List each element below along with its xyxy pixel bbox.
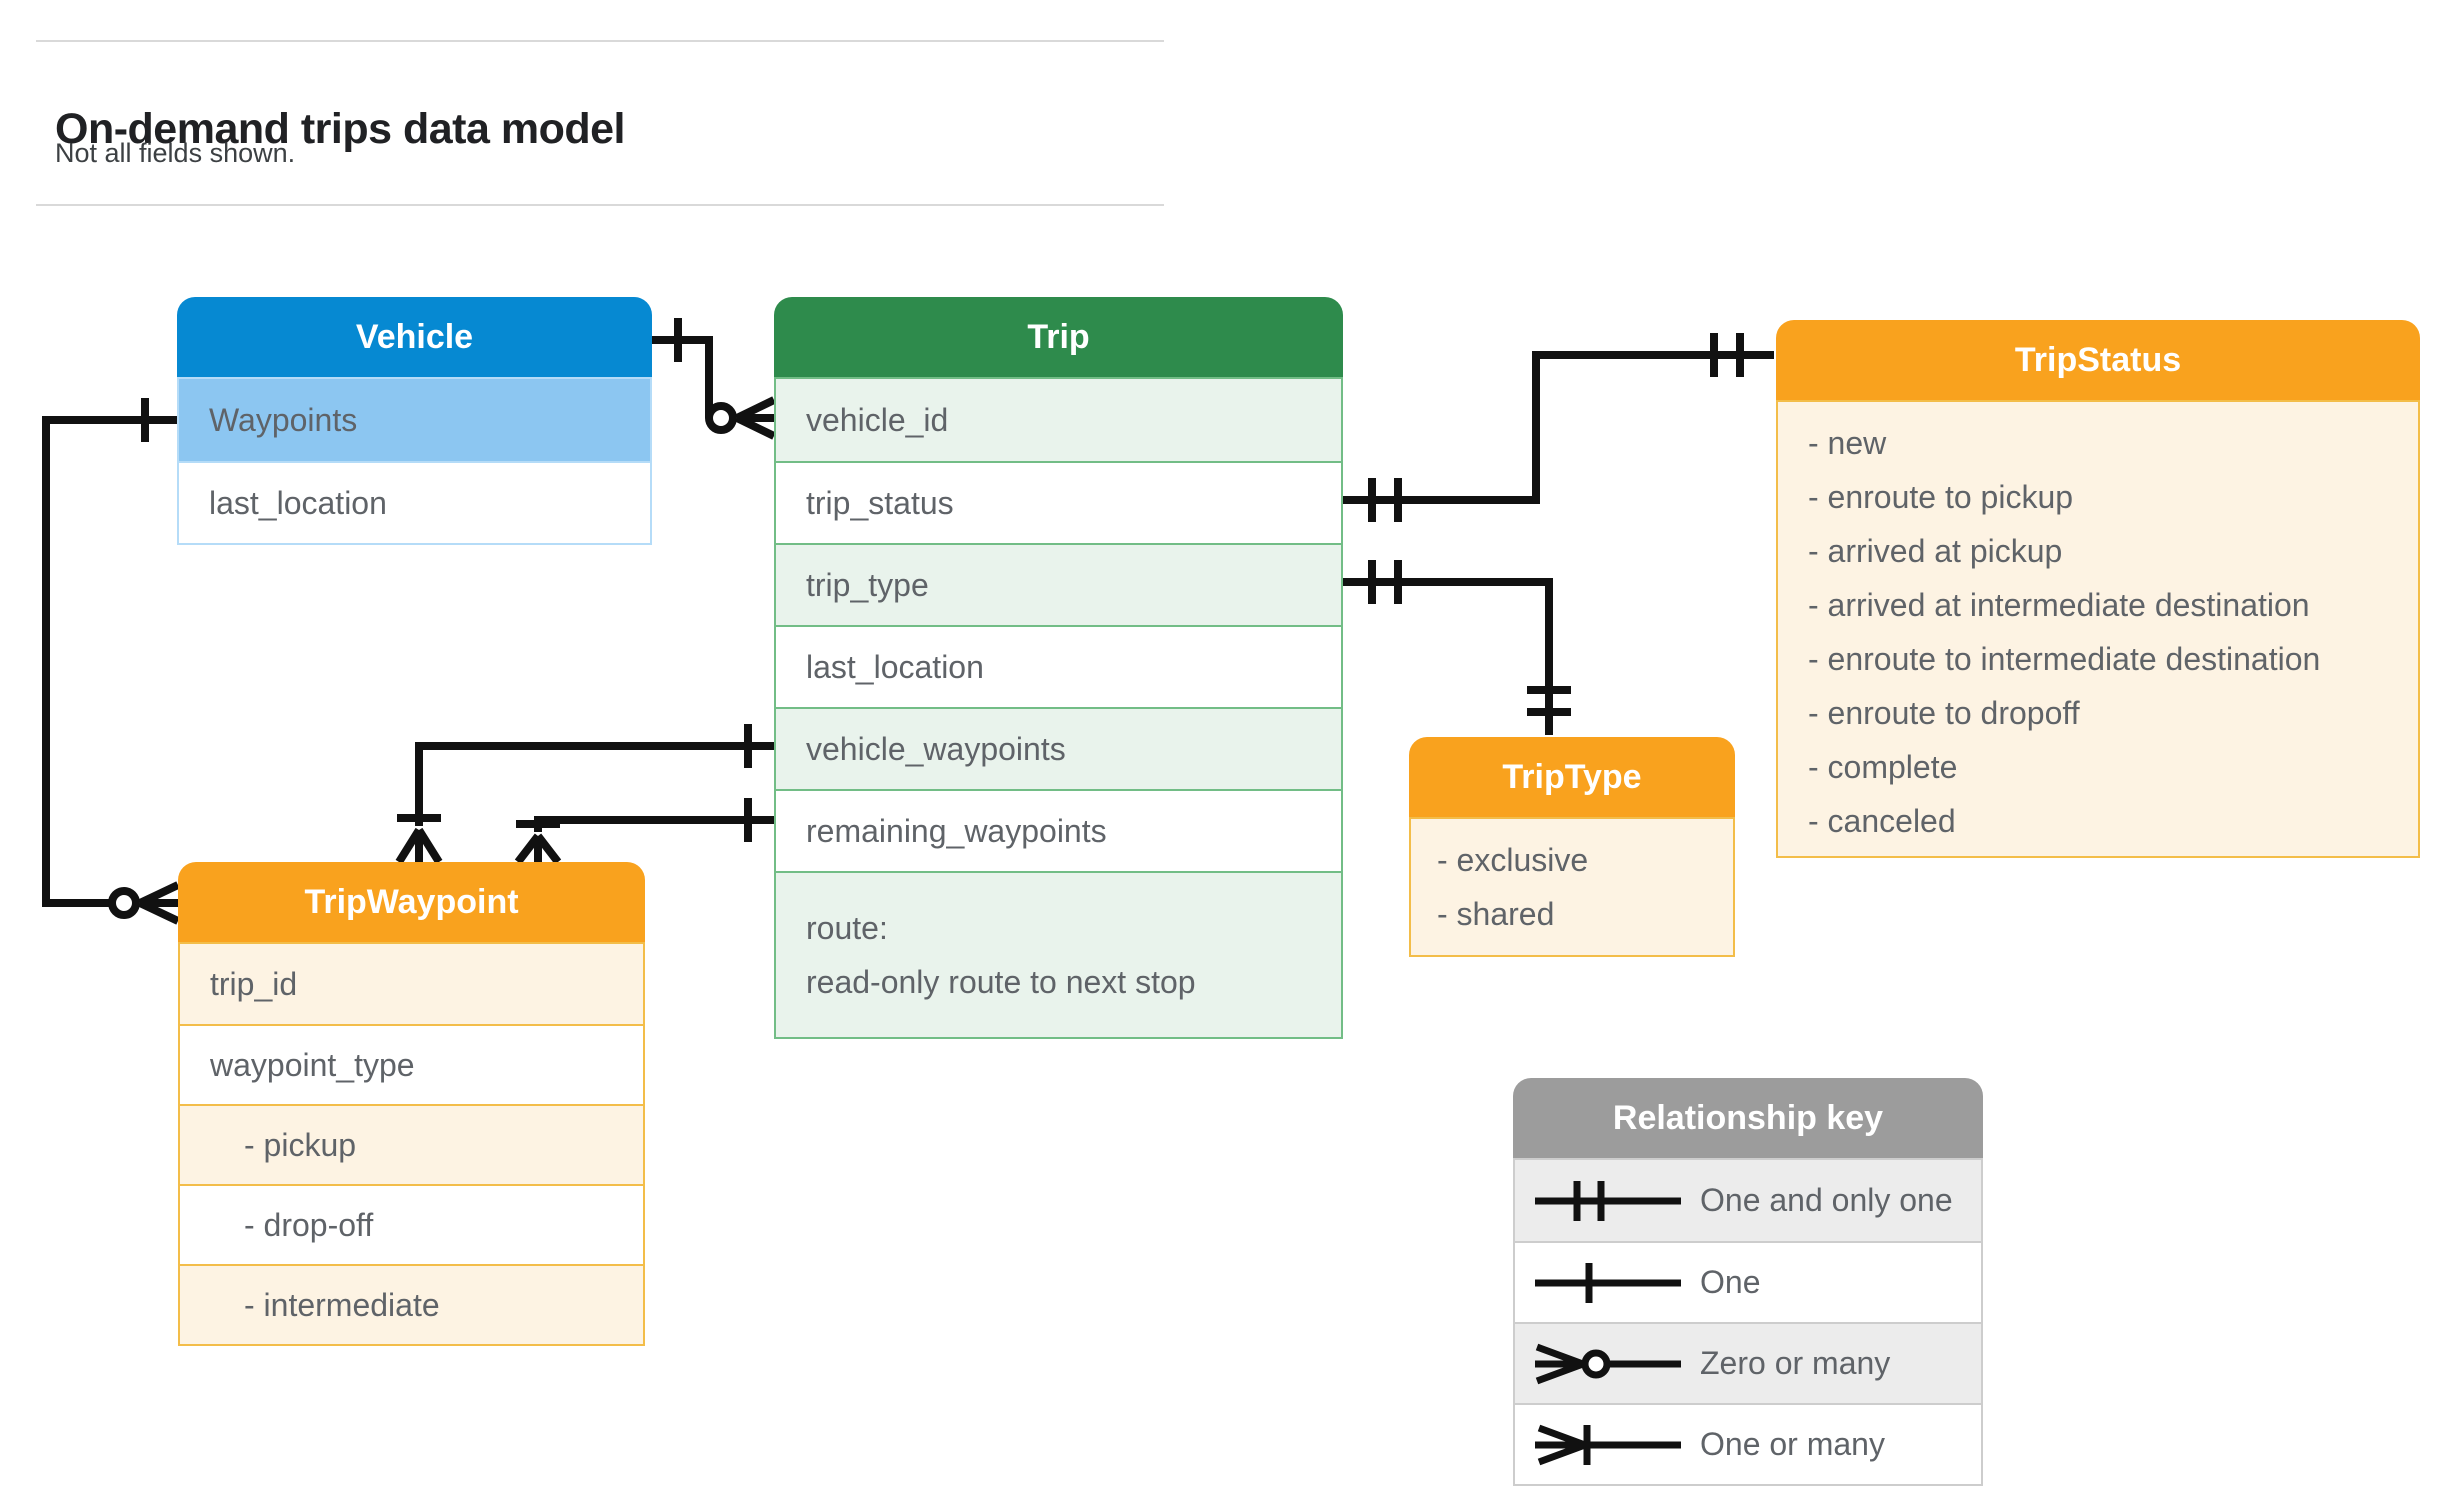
trip-row-vehicle-id: vehicle_id: [776, 379, 1341, 461]
tripstatus-item-complete: - complete: [1808, 749, 1958, 785]
tripwaypoint-body: trip_id waypoint_type - pickup - drop-of…: [178, 942, 645, 1346]
tripstatus-item-arrived-at-intermediate: - arrived at intermediate destination: [1808, 587, 2310, 623]
trip-row-route-description: read-only route to next stop: [806, 964, 1196, 1000]
tripwaypoint-header: TripWaypoint: [178, 862, 645, 942]
trip-row-vehicle-waypoints: vehicle_waypoints: [776, 707, 1341, 789]
trip-row-trip-type: trip_type: [776, 543, 1341, 625]
triptype-item-exclusive: - exclusive: [1437, 842, 1589, 878]
trip-row-remaining-waypoints-label: remaining_waypoints: [806, 812, 1107, 849]
tripwaypoint-row-drop-off: - drop-off: [180, 1184, 643, 1264]
tripwaypoint-row-waypoint-type: waypoint_type: [180, 1024, 643, 1104]
trip-row-vehicle-waypoints-label: vehicle_waypoints: [806, 730, 1066, 767]
trip-row-route: route: read-only route to next stop: [776, 871, 1341, 1037]
connector-waypoints-to-tripwaypoint: [42, 398, 180, 925]
tripstatus-item-arrived-at-pickup: - arrived at pickup: [1808, 533, 2063, 569]
trip-row-trip-status-label: trip_status: [806, 484, 954, 521]
one-and-only-one-icon: [1535, 1180, 1681, 1221]
tripstatus-item-enroute-to-dropoff: - enroute to dropoff: [1808, 695, 2080, 731]
tripwaypoint-row-drop-off-label: - drop-off: [244, 1206, 374, 1243]
triptype-title: TripType: [1502, 758, 1642, 796]
connector-remaining-waypoints: [514, 798, 774, 865]
tripstatus-item-canceled: - canceled: [1808, 803, 1956, 839]
vehicle-header: Vehicle: [177, 297, 652, 377]
legend-label-zero-or-many: Zero or many: [1700, 1345, 1891, 1381]
legend-label-one-and-only-one: One and only one: [1700, 1182, 1953, 1218]
tripstatus-header: TripStatus: [1776, 320, 2420, 400]
one-icon: [1535, 1262, 1681, 1303]
top-divider-line: [36, 40, 1164, 42]
vehicle-title: Vehicle: [355, 318, 474, 356]
trip-body: vehicle_id trip_status trip_type last_lo…: [774, 377, 1343, 1039]
entity-trip: Trip vehicle_id trip_status trip_type la…: [774, 297, 1343, 1039]
title-divider-line: [36, 204, 1164, 206]
relationship-key-body: One and only one One Zero or many: [1513, 1158, 1983, 1486]
relationship-key: Relationship key One and only one One: [1513, 1078, 1983, 1486]
tripstatus-title: TripStatus: [2014, 341, 2182, 379]
relationship-key-title: Relationship key: [1612, 1099, 1884, 1137]
connector-triptype: [1343, 560, 1571, 735]
vehicle-body: Waypoints last_location: [177, 377, 652, 545]
zero-or-many-icon: [1535, 1343, 1681, 1384]
trip-header: Trip: [774, 297, 1343, 377]
legend-label-one: One: [1700, 1264, 1761, 1300]
one-or-many-icon: [1535, 1424, 1681, 1465]
legend-row-one: One: [1515, 1241, 1981, 1322]
page-subtitle: Not all fields shown.: [55, 138, 296, 168]
triptype-body: - exclusive - shared: [1409, 817, 1735, 957]
entity-tripwaypoint: TripWaypoint trip_id waypoint_type - pic…: [178, 862, 645, 1346]
tripwaypoint-row-intermediate-label: - intermediate: [244, 1286, 440, 1323]
trip-row-route-label: route:: [806, 910, 888, 946]
tripwaypoint-row-waypoint-type-label: waypoint_type: [210, 1046, 415, 1083]
page-title: On-demand trips data model: [55, 104, 625, 153]
connector-vehicle-waypoints: [395, 724, 774, 865]
vehicle-row-waypoints-label: Waypoints: [209, 401, 358, 438]
tripstatus-item-enroute-to-pickup: - enroute to pickup: [1808, 479, 2074, 515]
triptype-item-shared: - shared: [1437, 896, 1555, 932]
connector-tripstatus: [1343, 333, 1774, 522]
entity-tripstatus: TripStatus - new - enroute to pickup - a…: [1776, 320, 2420, 858]
tripstatus-body: - new - enroute to pickup - arrived at p…: [1776, 400, 2420, 858]
tripwaypoint-row-trip-id-label: trip_id: [210, 965, 298, 1002]
tripwaypoint-title: TripWaypoint: [304, 883, 519, 921]
tripwaypoint-row-intermediate: - intermediate: [180, 1264, 643, 1344]
triptype-header: TripType: [1409, 737, 1735, 817]
trip-row-last-location: last_location: [776, 625, 1341, 707]
entity-vehicle: Vehicle Waypoints last_location: [177, 297, 652, 545]
tripwaypoint-row-trip-id: trip_id: [180, 944, 643, 1024]
trip-row-trip-type-label: trip_type: [806, 566, 929, 603]
trip-title: Trip: [1027, 318, 1090, 356]
legend-row-zero-or-many: Zero or many: [1515, 1322, 1981, 1403]
legend-row-one-and-only-one: One and only one: [1515, 1160, 1981, 1241]
tripstatus-item-enroute-to-intermediate: - enroute to intermediate destination: [1808, 641, 2321, 677]
trip-row-vehicle-id-label: vehicle_id: [806, 401, 949, 438]
tripwaypoint-row-pickup: - pickup: [180, 1104, 643, 1184]
tripstatus-item-new: - new: [1808, 425, 1887, 461]
tripwaypoint-row-pickup-label: - pickup: [244, 1126, 357, 1163]
trip-row-last-location-label: last_location: [806, 648, 984, 685]
legend-row-one-or-many: One or many: [1515, 1403, 1981, 1484]
relationship-key-header: Relationship key: [1513, 1078, 1983, 1158]
vehicle-row-waypoints: Waypoints: [179, 379, 650, 461]
entity-triptype: TripType - exclusive - shared: [1409, 737, 1735, 957]
vehicle-row-last-location-label: last_location: [209, 484, 387, 521]
trip-row-trip-status: trip_status: [776, 461, 1341, 543]
legend-label-one-or-many: One or many: [1700, 1426, 1885, 1462]
vehicle-row-last-location: last_location: [179, 461, 650, 543]
connector-vehicle-to-trip: [652, 318, 776, 440]
trip-row-remaining-waypoints: remaining_waypoints: [776, 789, 1341, 871]
